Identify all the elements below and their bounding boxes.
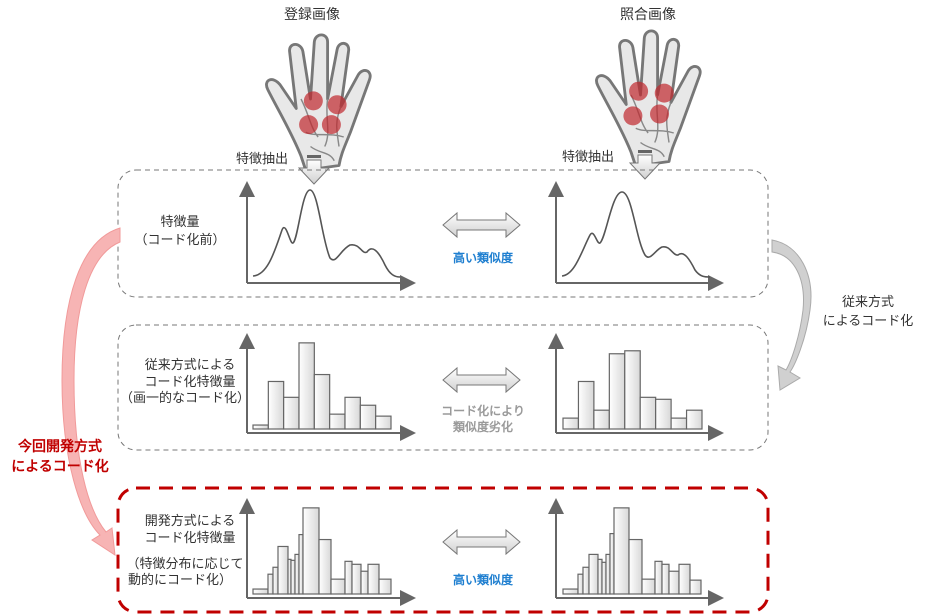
conv-label-3: （画一的なコード化） (119, 391, 251, 406)
row-box-conventional (117, 324, 769, 451)
new-label-3: （特徴分布に応じて (126, 557, 244, 572)
new-verify-bar (613, 507, 630, 595)
extract-label-left: 特徴抽出 (235, 152, 289, 167)
conventional-verify-bar (577, 380, 595, 430)
new-coding-label-2: によるコード化 (11, 459, 109, 475)
new-verify-bar (577, 573, 584, 595)
new-enroll-bar (330, 578, 346, 595)
feature-curve-verify (561, 191, 711, 278)
raw-label-1: 特徴量 (160, 215, 200, 230)
conventional-verify-bar (655, 398, 672, 430)
row-box-raw (117, 169, 769, 298)
similarity-degraded-1: コード化により (441, 404, 525, 418)
conv-label-2: コード化特徴量 (144, 375, 236, 390)
new-verify-bar (628, 538, 643, 595)
double-arrow-row2 (442, 366, 521, 394)
extract-arrow-left (297, 155, 331, 185)
new-verify-bar (668, 570, 680, 595)
conventional-enroll-bar (267, 380, 285, 430)
new-verify-bar (588, 553, 599, 595)
new-enroll-bar (290, 559, 296, 595)
new-verify-bar (562, 588, 579, 595)
conventional-enroll-bar (375, 415, 392, 430)
chart-axes (239, 181, 724, 606)
new-coding-arrow (61, 227, 121, 556)
conventional-enroll-bar (344, 396, 361, 430)
similarity-high-row1: 高い類似度 (452, 251, 514, 265)
new-enroll-bar (378, 578, 392, 595)
new-enroll-bar (252, 588, 269, 595)
double-arrow-row3 (442, 528, 521, 556)
conventional-enroll-bar (252, 424, 269, 430)
conventional-coding-arrow (771, 239, 812, 391)
conv-label-1: 従来方式による (144, 358, 236, 373)
new-verify-bar (654, 560, 663, 595)
new-label-1: 開発方式による (144, 514, 236, 529)
new-enroll-bar (267, 573, 274, 595)
conventional-enroll-bar (313, 373, 331, 430)
verification-image-title: 照合画像 (620, 7, 676, 23)
histogram-bars (252, 342, 703, 595)
new-verify-bar (582, 566, 590, 595)
new-enroll-bar (277, 545, 289, 595)
new-enroll-bar (294, 553, 300, 595)
similarity-degraded-2: 類似度劣化 (452, 420, 514, 434)
conventional-enroll-bar (359, 404, 377, 430)
conventional-verify-bar (624, 350, 641, 430)
new-verify-bar (641, 578, 656, 595)
new-enroll-bar (367, 563, 380, 595)
new-enroll-bar (272, 566, 279, 595)
conventional-verify-bar (562, 417, 580, 430)
new-enroll-bar (351, 563, 362, 595)
conventional-enroll-bar (298, 342, 315, 430)
new-coding-label-1: 今回開発方式 (18, 439, 102, 455)
extract-arrow-right (628, 150, 662, 180)
new-verify-bar (661, 563, 670, 595)
enrolled-image-title: 登録画像 (284, 7, 340, 23)
feature-curve-enroll (252, 189, 401, 278)
verification-hand-image (595, 29, 702, 168)
conventional-coding-label-1: 従来方式 (841, 295, 895, 310)
new-label-2: コード化特徴量 (144, 531, 236, 546)
extract-label-right: 特徴抽出 (561, 150, 615, 165)
raw-label-2: （コード化前） (134, 233, 226, 248)
conventional-verify-bar (639, 396, 657, 430)
conventional-verify-bar (608, 353, 626, 430)
row-box-new (116, 486, 770, 614)
new-enroll-bar (344, 560, 353, 595)
conventional-coding-label-2: によるコード化 (822, 314, 914, 329)
double-arrow-row1 (442, 211, 521, 239)
new-enroll-bar (360, 570, 369, 595)
new-enroll-bar (298, 533, 304, 595)
new-enroll-bar (318, 538, 332, 595)
conventional-verify-bar (593, 409, 610, 430)
similarity-high-row3: 高い類似度 (452, 573, 514, 587)
new-verify-bar (678, 563, 691, 595)
enrolled-hand-image (265, 33, 372, 172)
conventional-enroll-bar (329, 413, 346, 430)
new-enroll-bar (302, 507, 320, 595)
new-verify-bar (689, 579, 702, 595)
conventional-enroll-bar (283, 396, 300, 430)
conventional-verify-bar (670, 417, 688, 430)
conventional-verify-bar (685, 409, 703, 430)
new-label-4: 動的にコード化） (127, 573, 233, 588)
